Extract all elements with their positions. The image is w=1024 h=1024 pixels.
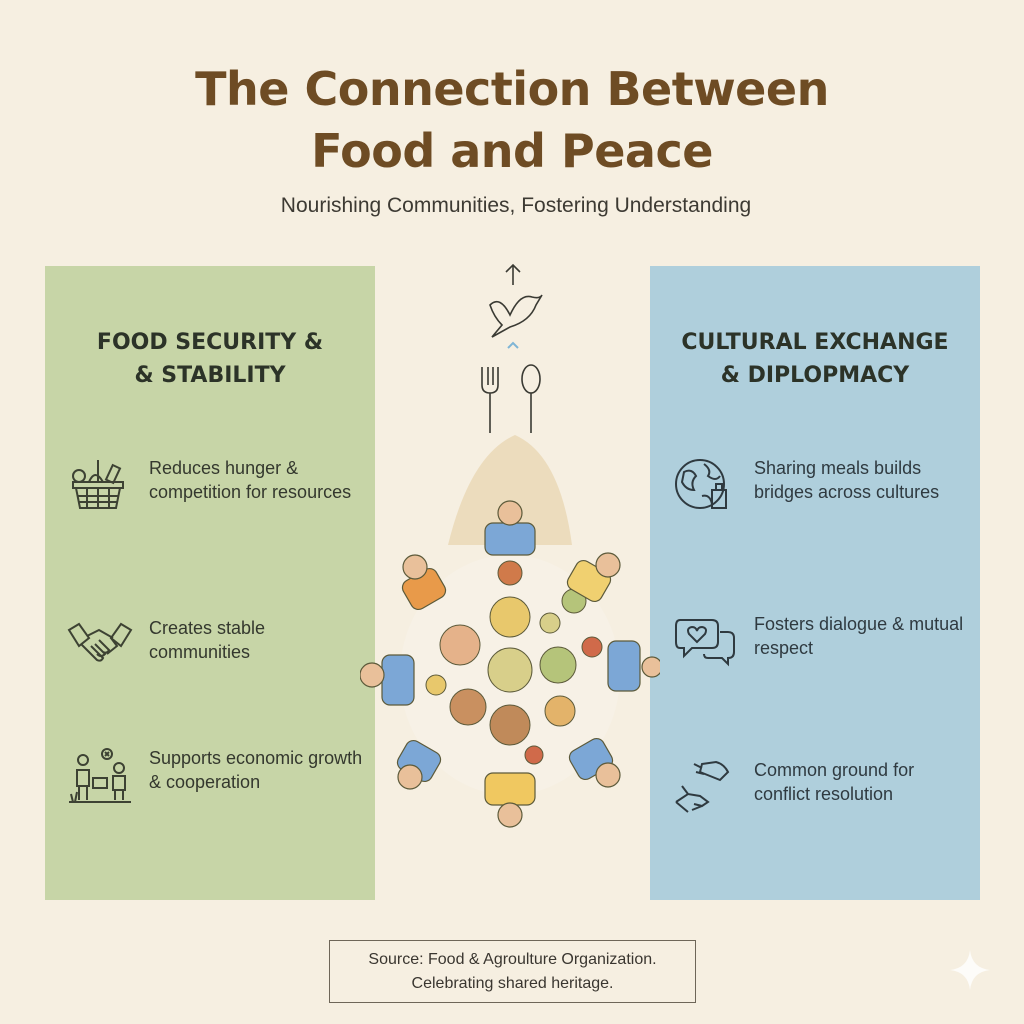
farmers-icon [69, 748, 131, 803]
fork-icon [481, 367, 499, 433]
title-line-1: The Connection Between [195, 62, 829, 116]
list-item: Sharing meals builds bridges across cult… [672, 456, 972, 516]
diners [360, 500, 660, 828]
reaching-hands-icon [675, 760, 730, 813]
panel-heading: FOOD SECURITY & & STABILITY [45, 326, 375, 392]
list-item: Supports economic growth & cooperation [67, 746, 367, 806]
source-box: Source: Food & Agroulture Organization. … [329, 940, 696, 1003]
list-item: Fosters dialogue & mutual respect [672, 612, 972, 672]
handshake-icon [67, 622, 133, 662]
heading-line-1: FOOD SECURITY & [96, 330, 324, 355]
panel-heading: CULTURAL EXCHANGE & DIPLOPMACY [650, 326, 980, 392]
spoon-icon [521, 364, 541, 433]
sparkle-icon [950, 950, 990, 990]
item-text: Common ground for conflict resolution [754, 760, 915, 804]
basket-icon [72, 460, 124, 509]
light-beam [448, 435, 572, 545]
item-text: Reduces hunger & competition for resourc… [149, 458, 352, 502]
globe-icon [675, 459, 727, 509]
item-text: Fosters dialogue & mutual respect [754, 614, 964, 658]
item-text: Creates stable communities [149, 618, 266, 662]
heading-line-2: & DIPLOPMACY [720, 363, 910, 388]
heading-line-2: & STABILITY [134, 363, 286, 388]
tagline: Celebrating shared heritage. [411, 975, 614, 992]
food-security-panel: FOOD SECURITY & & STABILITY Reduces hung… [45, 266, 375, 900]
list-item: Creates stable communities [67, 616, 367, 676]
page-title: The Connection Between Food and Peace [0, 58, 1024, 182]
dishes [425, 560, 603, 765]
chevron-up-icon [507, 341, 519, 349]
item-text: Supports economic growth & cooperation [149, 748, 363, 792]
arrow-up-icon [505, 263, 521, 285]
list-item: Reduces hunger & competition for resourc… [67, 456, 367, 516]
cultural-exchange-panel: CULTURAL EXCHANGE & DIPLOPMACY Sharing m… [650, 266, 980, 900]
item-text: Sharing meals builds bridges across cult… [754, 458, 940, 502]
shared-table-illustration [360, 263, 660, 828]
heading-line-1: CULTURAL EXCHANGE [681, 330, 949, 355]
speech-bubbles-heart-icon [675, 619, 735, 667]
title-line-2: Food and Peace [311, 124, 713, 178]
dove-icon [489, 294, 543, 338]
list-item: Common ground for conflict resolution [672, 758, 972, 818]
source-line: Source: Food & Agroulture Organization. [368, 951, 657, 968]
subtitle: Nourishing Communities, Fostering Unders… [280, 194, 752, 217]
